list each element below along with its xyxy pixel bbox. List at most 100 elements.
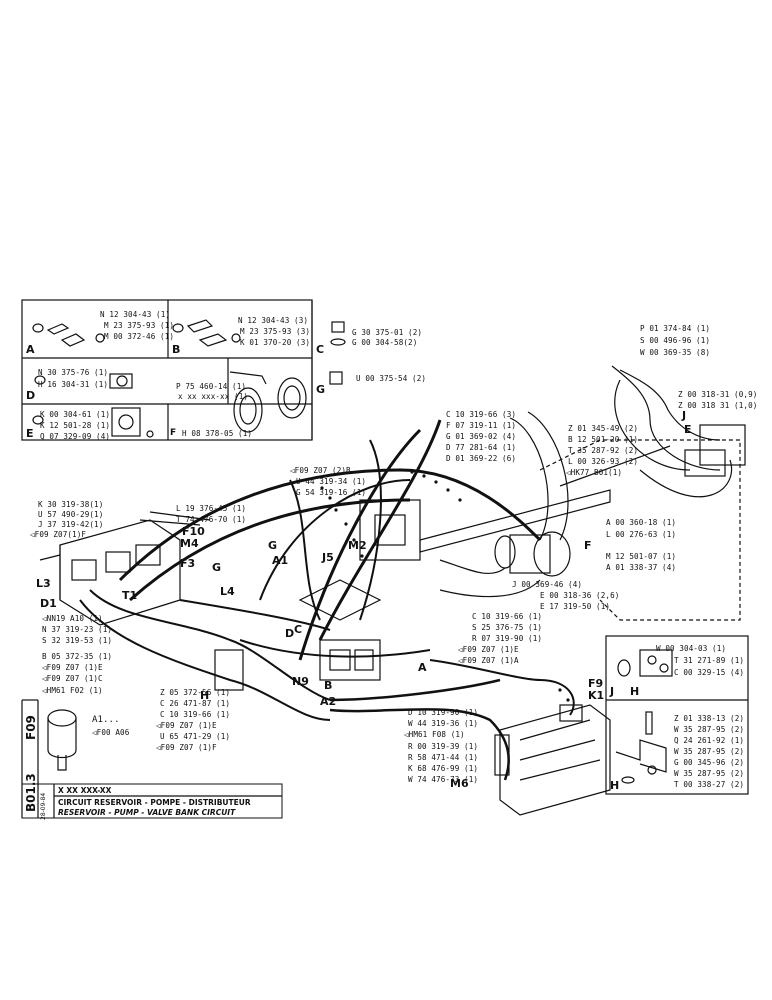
- callout-k1: K1: [588, 689, 605, 702]
- part-number: N 30 375-76 (1): [38, 368, 109, 377]
- part-number: W 44 319-36 (1): [408, 719, 479, 728]
- callout-l4: L4: [220, 585, 235, 598]
- part-number: C 26 471-87 (1): [160, 699, 231, 708]
- part-number: K 12 501-28 (1): [40, 421, 111, 430]
- part-number: B 12 501-20 (1): [568, 435, 639, 444]
- part-number: H 08 378-05 (1): [182, 429, 253, 438]
- part-number: A 00 360-18 (1): [606, 518, 677, 527]
- part-number: x xx xxx-xx (1): [178, 392, 249, 401]
- callout-f10: F10: [182, 525, 205, 538]
- callout-j5: J5: [322, 551, 334, 564]
- inset-letter-f: F: [170, 428, 177, 438]
- part-number: M 23 375-93 (1): [104, 321, 175, 330]
- inset-letter-e: E: [26, 427, 34, 440]
- part-number: T 74 476-70 (1): [176, 515, 247, 524]
- part-number: L 00 326-93 (2): [568, 457, 639, 466]
- callout-f: F: [584, 539, 592, 552]
- inset-letter-h: H: [610, 779, 620, 792]
- part-number: T 35 287-92 (2): [568, 446, 639, 455]
- cross-reference: ◁F09 Z07 (1)C: [42, 674, 103, 683]
- callout-m4: M4: [180, 537, 199, 550]
- inset-letter-b: B: [172, 343, 181, 356]
- part-number: W 74 476-73 (1): [408, 775, 479, 784]
- part-number: B 05 372-35 (1): [42, 652, 113, 661]
- part-number: W 35 287-95 (2): [674, 747, 745, 756]
- part-number: F 07 319-11 (1): [446, 421, 517, 430]
- part-number: C 10 319-66 (1): [160, 710, 231, 719]
- part-number: D 01 369-22 (6): [446, 454, 517, 463]
- inset-letter-a: A: [26, 343, 35, 356]
- part-number: C 10 319-66 (3): [446, 410, 517, 419]
- part-number: E 17 319-50 (1): [540, 602, 611, 611]
- part-number: K 68 476-99 (1): [408, 764, 479, 773]
- part-number: Q 07 329-09 (4): [40, 432, 111, 441]
- callout-g2: G: [212, 561, 222, 574]
- callout-h2: H: [630, 685, 640, 698]
- part-number: M 00 372-46 (1): [104, 332, 175, 341]
- callout-a2: A2: [320, 695, 337, 708]
- part-number: K 01 370-20 (3): [240, 338, 311, 347]
- part-number: P 75 460-14 (1): [176, 382, 247, 391]
- part-number: K 00 304-61 (1): [40, 410, 111, 419]
- part-number: G 30 375-01 (2): [352, 328, 423, 337]
- callout-e: E: [684, 423, 692, 436]
- part-number: W 35 287-95 (2): [674, 769, 745, 778]
- title-french: CIRCUIT RESERVOIR - POMPE - DISTRIBUTEUR: [58, 798, 251, 807]
- cross-reference: ◁F00 A06: [92, 728, 130, 737]
- cross-reference: ◁HK77 B01(1): [566, 468, 623, 477]
- part-number: M 12 501-07 (1): [606, 552, 677, 561]
- part-number: K 30 319-38(1): [38, 500, 104, 509]
- part-number: E 00 318-36 (2,6): [540, 591, 620, 600]
- cross-reference: ◁F09 Z07(1)F: [30, 530, 87, 539]
- sheet-subcode: B01.3: [24, 773, 38, 812]
- sheet-date: 28-09-84: [40, 792, 47, 820]
- cross-reference: ◁F09 Z07 (1)A: [458, 656, 519, 665]
- cross-reference: ◁F09 Z07 (1)E: [156, 721, 217, 730]
- part-number: S 00 496-96 (1): [640, 336, 711, 345]
- doc-number: X XX XXX-XX: [58, 786, 112, 795]
- part-number: W 00 304-03 (1): [656, 644, 727, 653]
- inset-frame-jh: [605, 635, 749, 795]
- part-number: U 44 319-34 (1): [296, 477, 367, 486]
- cross-reference: ◁F09 Z07 (2)B: [290, 466, 351, 475]
- part-number: Z 00 318-31 (0,9): [678, 390, 758, 399]
- callout-f9: F9: [588, 677, 604, 690]
- part-number: D 10 319-90 (1): [408, 708, 479, 717]
- part-number: Z 01 345-49 (2): [568, 424, 639, 433]
- part-number: G 00 345-96 (2): [674, 758, 745, 767]
- title-english: RESERVOIR - PUMP - VALVE BANK CIRCUIT: [58, 808, 236, 817]
- inset-letter-c: C: [316, 343, 325, 356]
- part-number: H 16 304-31 (1): [38, 380, 109, 389]
- sensor-label: A1...: [92, 715, 120, 725]
- callout-m2: M2: [348, 539, 367, 552]
- part-number: U 65 471-29 (1): [160, 732, 231, 741]
- part-number: Z 05 372-56 (1): [160, 688, 231, 697]
- callout-a: A: [418, 661, 427, 674]
- part-number: C 00 329-15 (4): [674, 668, 745, 677]
- inset-letter-g: G: [316, 383, 326, 396]
- callout-c: C: [294, 623, 303, 636]
- part-number: G 00 304-58(2): [352, 338, 418, 347]
- inset-letter-j: J: [610, 685, 615, 698]
- part-number: R 00 319-39 (1): [408, 742, 479, 751]
- cross-reference: ◁F09 Z07 (1)E: [42, 663, 103, 672]
- part-number: D 77 281-64 (1): [446, 443, 517, 452]
- part-number: N 37 319-23 (1): [42, 625, 113, 634]
- callout-d: D: [285, 627, 295, 640]
- part-number: Z 01 338-13 (2): [674, 714, 745, 723]
- callout-n9: N9: [292, 675, 309, 688]
- part-number: Q 24 261-92 (1): [674, 736, 745, 745]
- part-number: W 00 369-35 (8): [640, 348, 711, 357]
- callout-h: H: [200, 689, 210, 702]
- part-number: G 54 319-16 (1): [296, 488, 367, 497]
- part-number: L 19 376-45 (1): [176, 504, 247, 513]
- callout-g: G: [268, 539, 278, 552]
- callout-t1: T1: [122, 589, 138, 602]
- callout-d1: D1: [40, 597, 57, 610]
- cross-reference: ◁HM61 F02 (1): [42, 686, 103, 695]
- sheet-code: F09: [24, 715, 38, 740]
- callout-j: J: [682, 409, 687, 422]
- callout-b: B: [324, 679, 333, 692]
- part-number: A 01 338-37 (4): [606, 563, 677, 572]
